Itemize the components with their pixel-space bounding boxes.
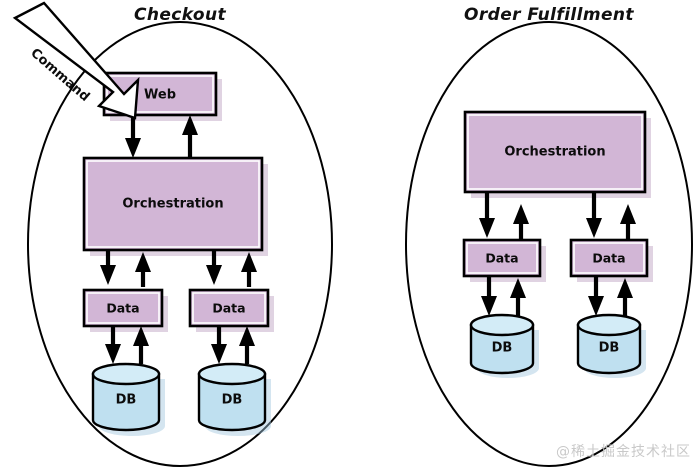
db-right-top	[197, 362, 267, 386]
arrow-dbR-dataR-up-head	[239, 326, 255, 346]
data-right-box	[188, 288, 270, 328]
of-orchestration-box	[463, 110, 647, 194]
data-left-label: Data	[106, 301, 139, 316]
panel-checkout: Checkout Web Orchestration	[27, 5, 333, 467]
of-data-db-left-arrows	[481, 276, 526, 316]
arrow-of-orch-dataL-down-head	[479, 218, 495, 238]
db-right-body	[197, 372, 267, 432]
panel-order-fulfillment: Order Fulfillment Orchestration	[405, 5, 693, 467]
checkout-data-right-node[interactable]: Data	[188, 288, 274, 332]
arrow-web-up-head	[182, 115, 198, 135]
arrow-dataL-dbL-down-head	[105, 344, 121, 364]
data-right-label: Data	[212, 301, 245, 316]
checkout-boundary	[27, 21, 333, 467]
of-db-left-node[interactable]: DB	[469, 313, 539, 378]
arrow-of-dataL-orch-up-head	[513, 204, 529, 224]
arrow-web-down-head	[125, 138, 141, 158]
of-data-left-box	[462, 238, 542, 278]
arrow-of-orch-dataR-down-head	[586, 218, 602, 238]
db-left-label: DB	[116, 393, 137, 408]
checkout-db-left-node[interactable]: DB	[91, 362, 165, 436]
checkout-web-orchestration-arrows	[125, 115, 198, 158]
data-left-box	[82, 288, 164, 328]
checkout-orchestration-data-right-arrows	[206, 250, 257, 287]
of-db-right-label: DB	[599, 341, 620, 356]
of-db-right-top	[576, 313, 642, 337]
order-fulfillment-title: Order Fulfillment	[464, 5, 634, 25]
order-fulfillment-boundary	[405, 21, 693, 467]
checkout-title: Checkout	[134, 5, 226, 25]
of-data-left-node[interactable]: Data	[462, 238, 546, 282]
data-left-box-highlight	[86, 292, 160, 324]
web-box-highlight	[106, 75, 214, 113]
checkout-data-left-node[interactable]: Data	[82, 288, 168, 332]
of-data-right-label: Data	[592, 251, 625, 266]
checkout-orchestration-node[interactable]: Orchestration	[82, 156, 268, 256]
orchestration-box-highlight	[86, 160, 260, 248]
arrow-dataR-dbR-down-head	[211, 344, 227, 364]
arrow-dbL-dataL-up-head	[133, 326, 149, 346]
of-data-db-right-arrows	[588, 276, 633, 316]
arrow-of-dbL-dataL-up-head	[510, 278, 526, 298]
of-db-right-node[interactable]: DB	[576, 313, 646, 378]
of-db-left-body	[469, 323, 535, 375]
data-right-box-highlight	[192, 292, 266, 324]
orchestration-box	[82, 156, 264, 252]
of-data-right-box-highlight	[573, 242, 645, 274]
checkout-db-right-node[interactable]: DB	[197, 362, 271, 436]
of-db-left-top	[469, 313, 535, 337]
arrow-orch-dataL-down-head	[100, 265, 116, 285]
of-data-right-box	[569, 238, 649, 278]
db-left-top	[91, 362, 161, 386]
of-orchestration-label: Orchestration	[504, 145, 605, 160]
of-orchestration-data-right-arrows	[586, 192, 636, 240]
arrow-of-dataR-dbR-down-head	[588, 296, 604, 316]
db-right-label: DB	[222, 393, 243, 408]
arrow-of-dataR-orch-up-head	[620, 204, 636, 224]
of-orchestration-box-highlight	[467, 114, 643, 190]
of-data-left-box-highlight	[466, 242, 538, 274]
checkout-data-db-right-arrows	[211, 326, 255, 364]
of-orchestration-node[interactable]: Orchestration	[463, 110, 651, 198]
of-db-right-body	[576, 323, 642, 375]
arrow-of-dbR-dataR-up-head	[617, 278, 633, 298]
checkout-data-db-left-arrows	[105, 326, 149, 364]
of-data-left-label: Data	[485, 251, 518, 266]
orchestration-label: Orchestration	[122, 197, 223, 212]
arrow-dataL-orch-up-head	[135, 252, 151, 272]
of-data-right-node[interactable]: Data	[569, 238, 653, 282]
arrow-orch-dataR-down-head	[206, 265, 222, 285]
checkout-orchestration-data-left-arrows	[100, 250, 151, 287]
arrow-of-dataL-dbL-down-head	[481, 296, 497, 316]
command-arrow-group[interactable]: Command	[12, 1, 140, 120]
of-db-left-label: DB	[492, 341, 513, 356]
of-orchestration-data-left-arrows	[479, 192, 529, 240]
command-arrow-icon	[12, 1, 140, 120]
watermark-text: @稀土掘金技术社区	[556, 444, 691, 460]
arrow-dataR-orch-up-head	[241, 252, 257, 272]
web-label: Web	[144, 88, 176, 103]
db-left-body	[91, 372, 161, 432]
